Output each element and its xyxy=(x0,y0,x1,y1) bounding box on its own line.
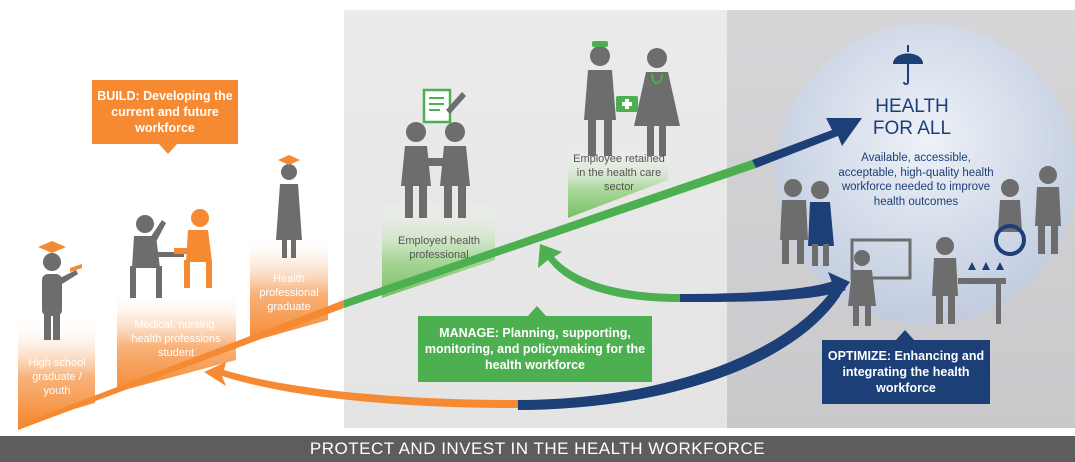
medical-kit-icon xyxy=(616,96,638,112)
stethoscope xyxy=(651,73,663,84)
stage-label-student: Medical, nursing, health professions stu… xyxy=(131,319,221,359)
step-employed xyxy=(382,200,495,298)
manage-callout: MANAGE: Planning, supporting, monitoring… xyxy=(418,316,652,382)
step-student xyxy=(117,290,236,392)
stage-label-employed: Employed health professional xyxy=(398,235,480,261)
patient-care-figures xyxy=(780,179,834,266)
health-for-all-description: Available, accessible, acceptable, high-… xyxy=(838,152,994,208)
orange-return-arrow xyxy=(204,362,518,408)
optimize-text: Enhancing and integrating the health wor… xyxy=(842,349,985,395)
green-return-arrow xyxy=(538,244,680,302)
contract-icon xyxy=(422,88,466,124)
navy-curve-upper xyxy=(680,280,846,302)
graduation-cap-icon xyxy=(278,155,300,165)
optimize-callout: OPTIMIZE: Enhancing and integrating the … xyxy=(822,340,990,404)
step-youth xyxy=(18,318,95,425)
manage-key: MANAGE: xyxy=(439,326,499,340)
graduation-cap-icon xyxy=(38,241,82,272)
nurse-cap xyxy=(592,41,608,47)
stage-label-youth: High school graduate / youth xyxy=(28,357,86,397)
orange-diagonal xyxy=(18,300,344,430)
health-for-all-circle xyxy=(776,24,1075,324)
build-text: Developing the current and future workfo… xyxy=(111,89,233,135)
health-for-all-title: HEALTH FOR ALL xyxy=(830,96,994,140)
title-line-1: HEALTH xyxy=(875,96,949,117)
stage-label-graduate: Health professional graduate xyxy=(259,273,319,313)
build-callout-pointer xyxy=(159,144,177,154)
manage-text: Planning, supporting, monitoring, and po… xyxy=(424,326,646,372)
footer-banner: PROTECT AND INVEST IN THE HEALTH WORKFOR… xyxy=(0,436,1075,462)
handshake-icon xyxy=(401,122,470,218)
optimize-key: OPTIMIZE: xyxy=(827,349,892,363)
umbrella-icon xyxy=(893,45,923,85)
title-line-2: FOR ALL xyxy=(872,118,952,139)
doctor-nurse-figures xyxy=(584,46,680,156)
lab-worker-figure xyxy=(932,237,1006,324)
graduate-figure xyxy=(276,164,302,258)
green-diagonal xyxy=(344,160,756,308)
navy-curve-lower xyxy=(518,290,840,410)
build-callout: BUILD: Developing the current and future… xyxy=(92,80,238,144)
navy-arrowhead-upper xyxy=(828,272,850,298)
student-desk-icon xyxy=(130,209,212,298)
navy-diagonal-arrow xyxy=(752,118,862,168)
footer-text: PROTECT AND INVEST IN THE HEALTH WORKFOR… xyxy=(309,439,766,458)
stage-label-retained: Employee retained in the health care sec… xyxy=(573,153,665,193)
step-retained xyxy=(568,148,668,218)
teacher-board xyxy=(848,238,912,326)
build-key: BUILD: xyxy=(97,89,140,103)
manage-callout-pointer xyxy=(528,306,546,316)
optimize-callout-pointer xyxy=(896,330,914,340)
wheelchair-figures xyxy=(994,166,1061,256)
youth-figure xyxy=(42,253,78,340)
